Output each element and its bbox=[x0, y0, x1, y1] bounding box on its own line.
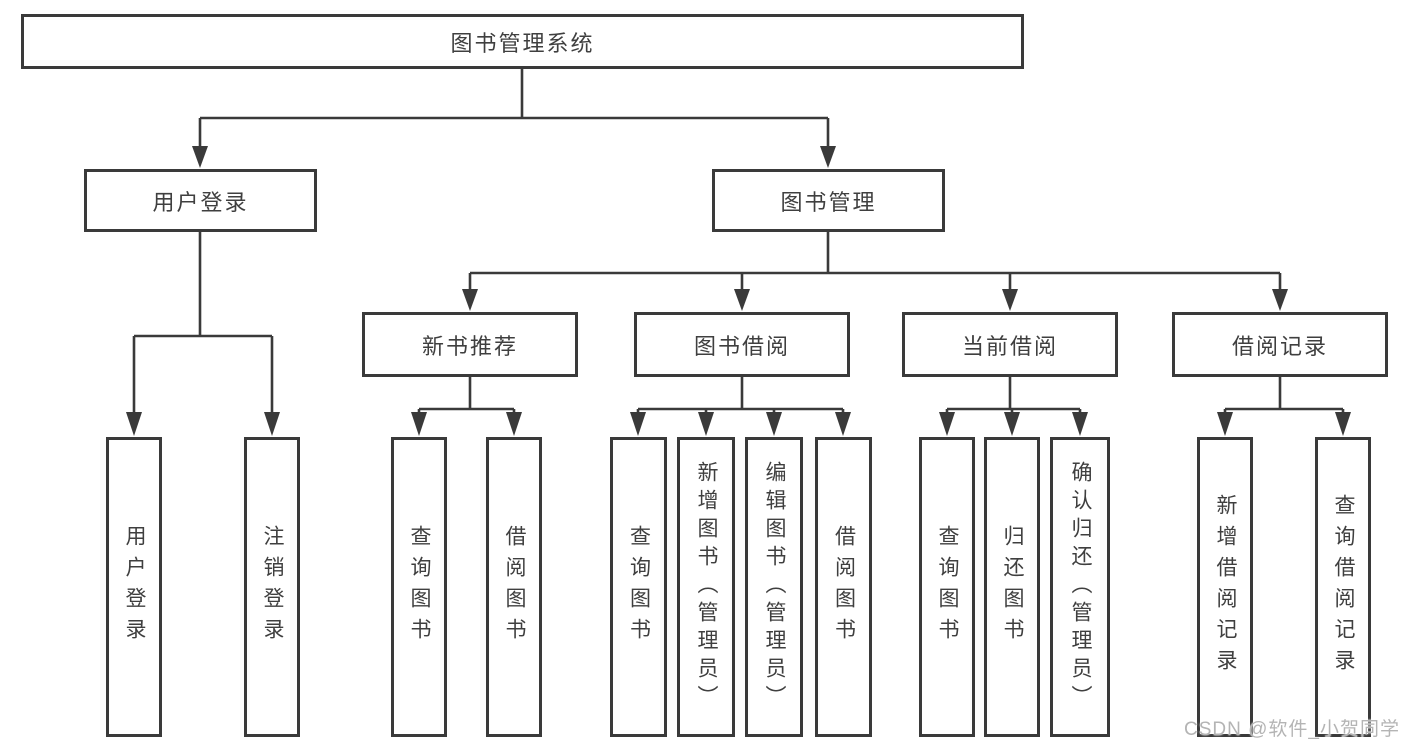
node-label: 确认归还（管理员） bbox=[1069, 461, 1092, 713]
connector-book-mgmt-children bbox=[462, 232, 1288, 311]
node-label: 图书管理系统 bbox=[450, 30, 595, 56]
node-label: 借阅图书 bbox=[503, 525, 526, 649]
node-current-borrow: 当前借阅 bbox=[902, 312, 1118, 377]
node-borrow-records: 借阅记录 bbox=[1172, 312, 1388, 377]
node-label: 借阅记录 bbox=[1231, 333, 1328, 359]
connector-borrow-record-children bbox=[1217, 377, 1351, 436]
node-label: 新增借阅记录 bbox=[1214, 494, 1237, 680]
node-label: 编辑图书（管理员） bbox=[763, 461, 786, 713]
node-label: 新增图书（管理员） bbox=[695, 461, 718, 713]
node-label: 查询图书 bbox=[627, 525, 651, 649]
node-label: 查询图书 bbox=[936, 525, 959, 649]
leaf-user-login: 用户登录 bbox=[106, 437, 162, 737]
connector-user-login-children bbox=[126, 232, 280, 436]
connector-book-borrow-children bbox=[630, 377, 851, 436]
leaf-return-book: 归还图书 bbox=[984, 437, 1040, 737]
node-book-borrow: 图书借阅 bbox=[634, 312, 850, 377]
node-label: 注销登录 bbox=[261, 525, 284, 649]
node-label: 图书管理 bbox=[780, 189, 877, 215]
leaf-borrow-books: 借阅图书 bbox=[815, 437, 872, 737]
node-label: 新书推荐 bbox=[421, 333, 518, 359]
node-label: 用户登录 bbox=[152, 189, 249, 215]
leaf-query-books-current: 查询图书 bbox=[919, 437, 975, 737]
node-label: 借阅图书 bbox=[832, 525, 856, 649]
connector-current-borrow-children bbox=[939, 377, 1088, 436]
leaf-logout: 注销登录 bbox=[244, 437, 300, 737]
node-label: 查询图书 bbox=[408, 525, 431, 649]
node-label: 图书借阅 bbox=[693, 333, 790, 359]
node-label: 查询借阅记录 bbox=[1332, 494, 1355, 680]
leaf-add-borrow-record: 新增借阅记录 bbox=[1197, 437, 1253, 737]
leaf-add-book-admin: 新增图书（管理员） bbox=[677, 437, 735, 737]
csdn-watermark: CSDN @软件_小贺同学 bbox=[1184, 719, 1400, 740]
leaf-query-books-borrow: 查询图书 bbox=[610, 437, 667, 737]
connector-root-to-level2 bbox=[192, 69, 836, 168]
node-label: 当前借阅 bbox=[961, 333, 1058, 359]
leaf-edit-book-admin: 编辑图书（管理员） bbox=[745, 437, 803, 737]
leaf-confirm-return-admin: 确认归还（管理员） bbox=[1050, 437, 1110, 737]
node-new-book-recommend: 新书推荐 bbox=[362, 312, 578, 377]
node-label: 用户登录 bbox=[123, 525, 146, 649]
node-label: 归还图书 bbox=[1001, 525, 1024, 649]
node-book-management: 图书管理 bbox=[712, 169, 945, 232]
connector-new-book-children bbox=[411, 377, 522, 436]
leaf-query-borrow-record: 查询借阅记录 bbox=[1315, 437, 1371, 737]
leaf-query-books-recommend: 查询图书 bbox=[391, 437, 447, 737]
node-user-login: 用户登录 bbox=[84, 169, 317, 232]
leaf-borrow-books-recommend: 借阅图书 bbox=[486, 437, 542, 737]
node-root-library-system: 图书管理系统 bbox=[21, 14, 1024, 69]
